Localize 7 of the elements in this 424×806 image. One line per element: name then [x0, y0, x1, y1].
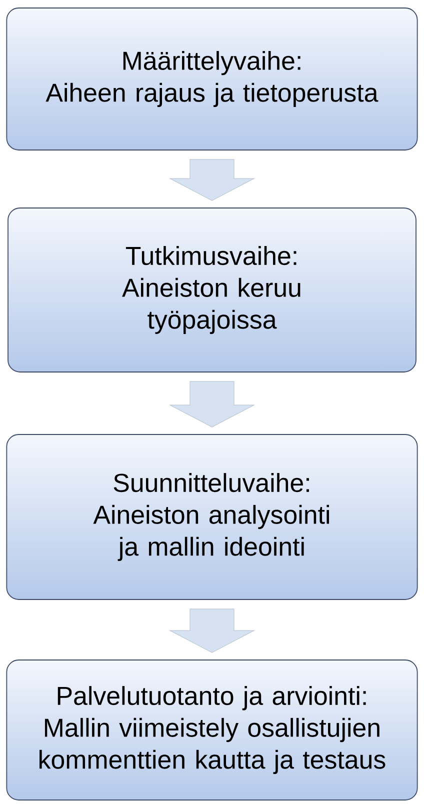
process-box: Suunnitteluvaihe: Aineiston analysointi ja mallin ideointi [6, 434, 418, 600]
process-box: Palvelutuotanto ja arviointi: Mallin viimeistely osallistujien kommenttien kautta ja testaus [6, 660, 418, 800]
process-box: Määrittelyvaihe: Aiheen rajaus ja tietoperusta [6, 8, 418, 150]
block-arrow [168, 381, 256, 428]
process-box: Tutkimusvaihe: Aineiston keruu työpajoissa [8, 208, 416, 372]
block-arrow [168, 159, 256, 201]
block-arrow [168, 608, 256, 653]
